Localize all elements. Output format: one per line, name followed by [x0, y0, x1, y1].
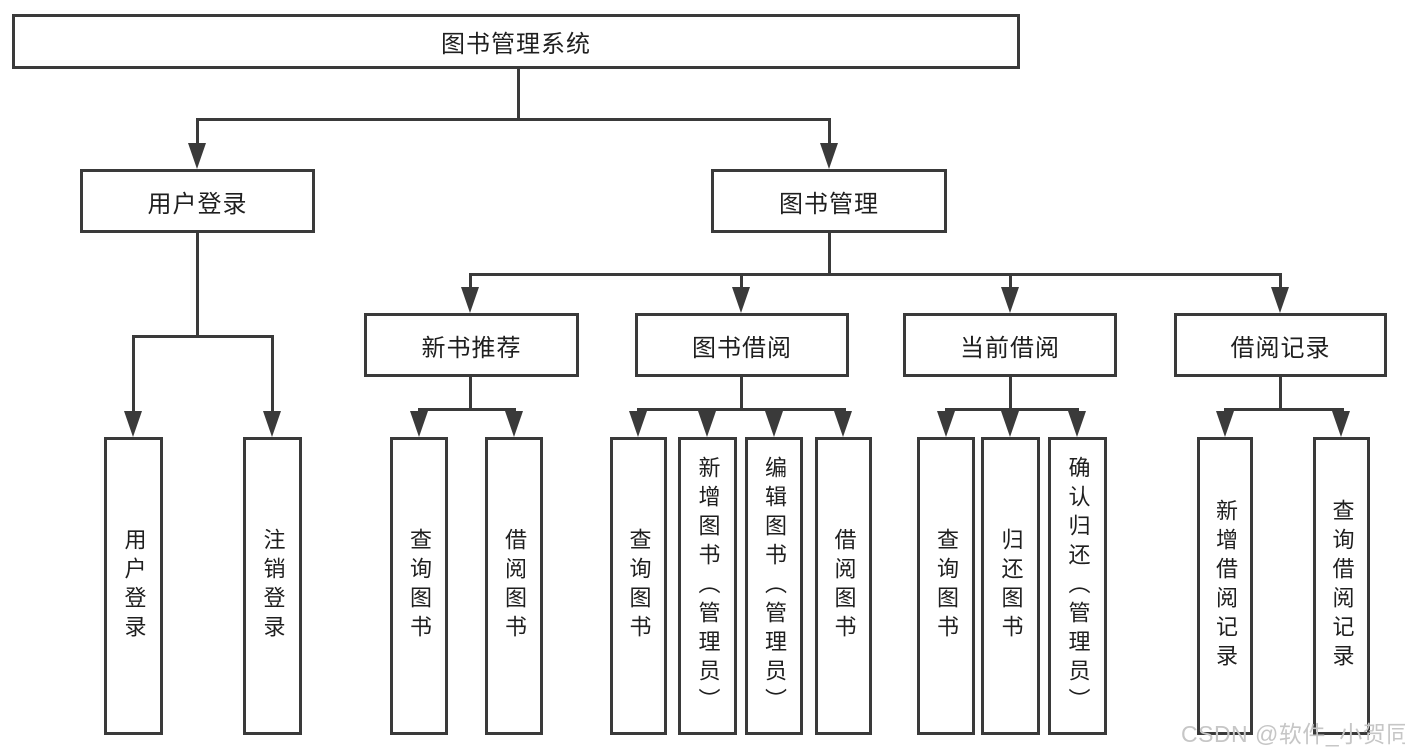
- arrow-down-icon: [629, 411, 647, 437]
- arrow-down-icon: [1271, 287, 1289, 313]
- connector-line: [132, 335, 135, 413]
- arrow-down-icon: [1001, 411, 1019, 437]
- node-user-login: 用户登录: [80, 169, 315, 233]
- connector-line: [945, 408, 1079, 411]
- leaf-label: 借阅图书: [831, 528, 857, 644]
- node-new-book-recommendation: 新书推荐: [364, 313, 579, 377]
- leaf-add-books-admin: 新增图书（管理员）: [678, 437, 737, 735]
- connector-line: [196, 233, 199, 337]
- leaf-label: 查询图书: [934, 528, 959, 644]
- leaf-label: 查询借阅记录: [1329, 499, 1355, 673]
- node-label: 图书借阅: [692, 334, 792, 362]
- arrow-down-icon: [505, 411, 523, 437]
- arrow-down-icon: [1001, 287, 1019, 313]
- leaf-edit-books-admin: 编辑图书（管理员）: [745, 437, 803, 735]
- arrow-down-icon: [937, 411, 955, 437]
- connector-line: [1224, 408, 1344, 411]
- arrow-down-icon: [1332, 411, 1350, 437]
- node-label: 新书推荐: [421, 334, 522, 362]
- arrow-down-icon: [732, 287, 750, 313]
- connector-line: [1009, 273, 1012, 291]
- node-label: 借阅记录: [1230, 334, 1331, 362]
- leaf-label: 用户登录: [121, 528, 147, 644]
- leaf-label: 确认归还（管理员）: [1065, 455, 1091, 717]
- leaf-query-borrow-record: 查询借阅记录: [1313, 437, 1370, 735]
- leaf-query-books-current: 查询图书: [917, 437, 975, 735]
- connector-line: [517, 69, 520, 120]
- node-book-borrowing: 图书借阅: [635, 313, 849, 377]
- node-label: 用户登录: [147, 190, 248, 218]
- leaf-label: 归还图书: [998, 528, 1024, 644]
- node-current-borrowing: 当前借阅: [903, 313, 1117, 377]
- connector-line: [740, 377, 743, 410]
- connector-line: [132, 335, 274, 338]
- leaf-query-books-recommend: 查询图书: [390, 437, 448, 735]
- leaf-user-login: 用户登录: [104, 437, 163, 735]
- leaf-label: 查询图书: [407, 528, 432, 644]
- leaf-query-books-borrowing: 查询图书: [610, 437, 667, 735]
- arrow-down-icon: [1068, 411, 1086, 437]
- connector-line: [637, 408, 846, 411]
- connector-line: [196, 118, 199, 146]
- connector-line: [469, 273, 1282, 276]
- arrow-down-icon: [834, 411, 852, 437]
- arrow-down-icon: [461, 287, 479, 313]
- leaf-label: 编辑图书（管理员）: [762, 455, 787, 717]
- leaf-return-books: 归还图书: [981, 437, 1040, 735]
- connector-line: [469, 273, 472, 291]
- leaf-borrow-books-recommend: 借阅图书: [485, 437, 543, 735]
- leaf-label: 借阅图书: [502, 528, 527, 644]
- connector-line: [828, 118, 831, 146]
- leaf-label: 查询图书: [626, 528, 652, 644]
- arrow-down-icon: [188, 143, 206, 169]
- connector-line: [1009, 377, 1012, 410]
- leaf-borrow-books: 借阅图书: [815, 437, 872, 735]
- arrow-down-icon: [1216, 411, 1234, 437]
- connector-line: [271, 335, 274, 413]
- node-label: 图书管理系统: [441, 31, 591, 58]
- connector-line: [740, 273, 743, 291]
- leaf-label: 注销登录: [260, 528, 286, 644]
- arrow-down-icon: [765, 411, 783, 437]
- connector-line: [469, 377, 472, 410]
- node-borrowing-records: 借阅记录: [1174, 313, 1387, 377]
- arrow-down-icon: [263, 411, 281, 437]
- leaf-label: 新增借阅记录: [1213, 499, 1238, 673]
- arrow-down-icon: [698, 411, 716, 437]
- connector-line: [1279, 273, 1282, 291]
- connector-line: [1279, 377, 1282, 410]
- leaf-add-borrow-record: 新增借阅记录: [1197, 437, 1253, 735]
- node-label: 当前借阅: [960, 334, 1060, 362]
- node-book-management: 图书管理: [711, 169, 947, 233]
- leaf-confirm-return-admin: 确认归还（管理员）: [1048, 437, 1107, 735]
- leaf-logout: 注销登录: [243, 437, 302, 735]
- leaf-label: 新增图书（管理员）: [695, 455, 721, 717]
- connector-line: [828, 233, 831, 275]
- node-label: 图书管理: [779, 190, 879, 218]
- node-library-management-system: 图书管理系统: [12, 14, 1020, 69]
- arrow-down-icon: [410, 411, 428, 437]
- connector-line: [418, 408, 516, 411]
- connector-line: [196, 118, 831, 121]
- csdn-watermark: CSDN @软件_小贺同学: [1181, 721, 1405, 747]
- arrow-down-icon: [820, 143, 838, 169]
- arrow-down-icon: [124, 411, 142, 437]
